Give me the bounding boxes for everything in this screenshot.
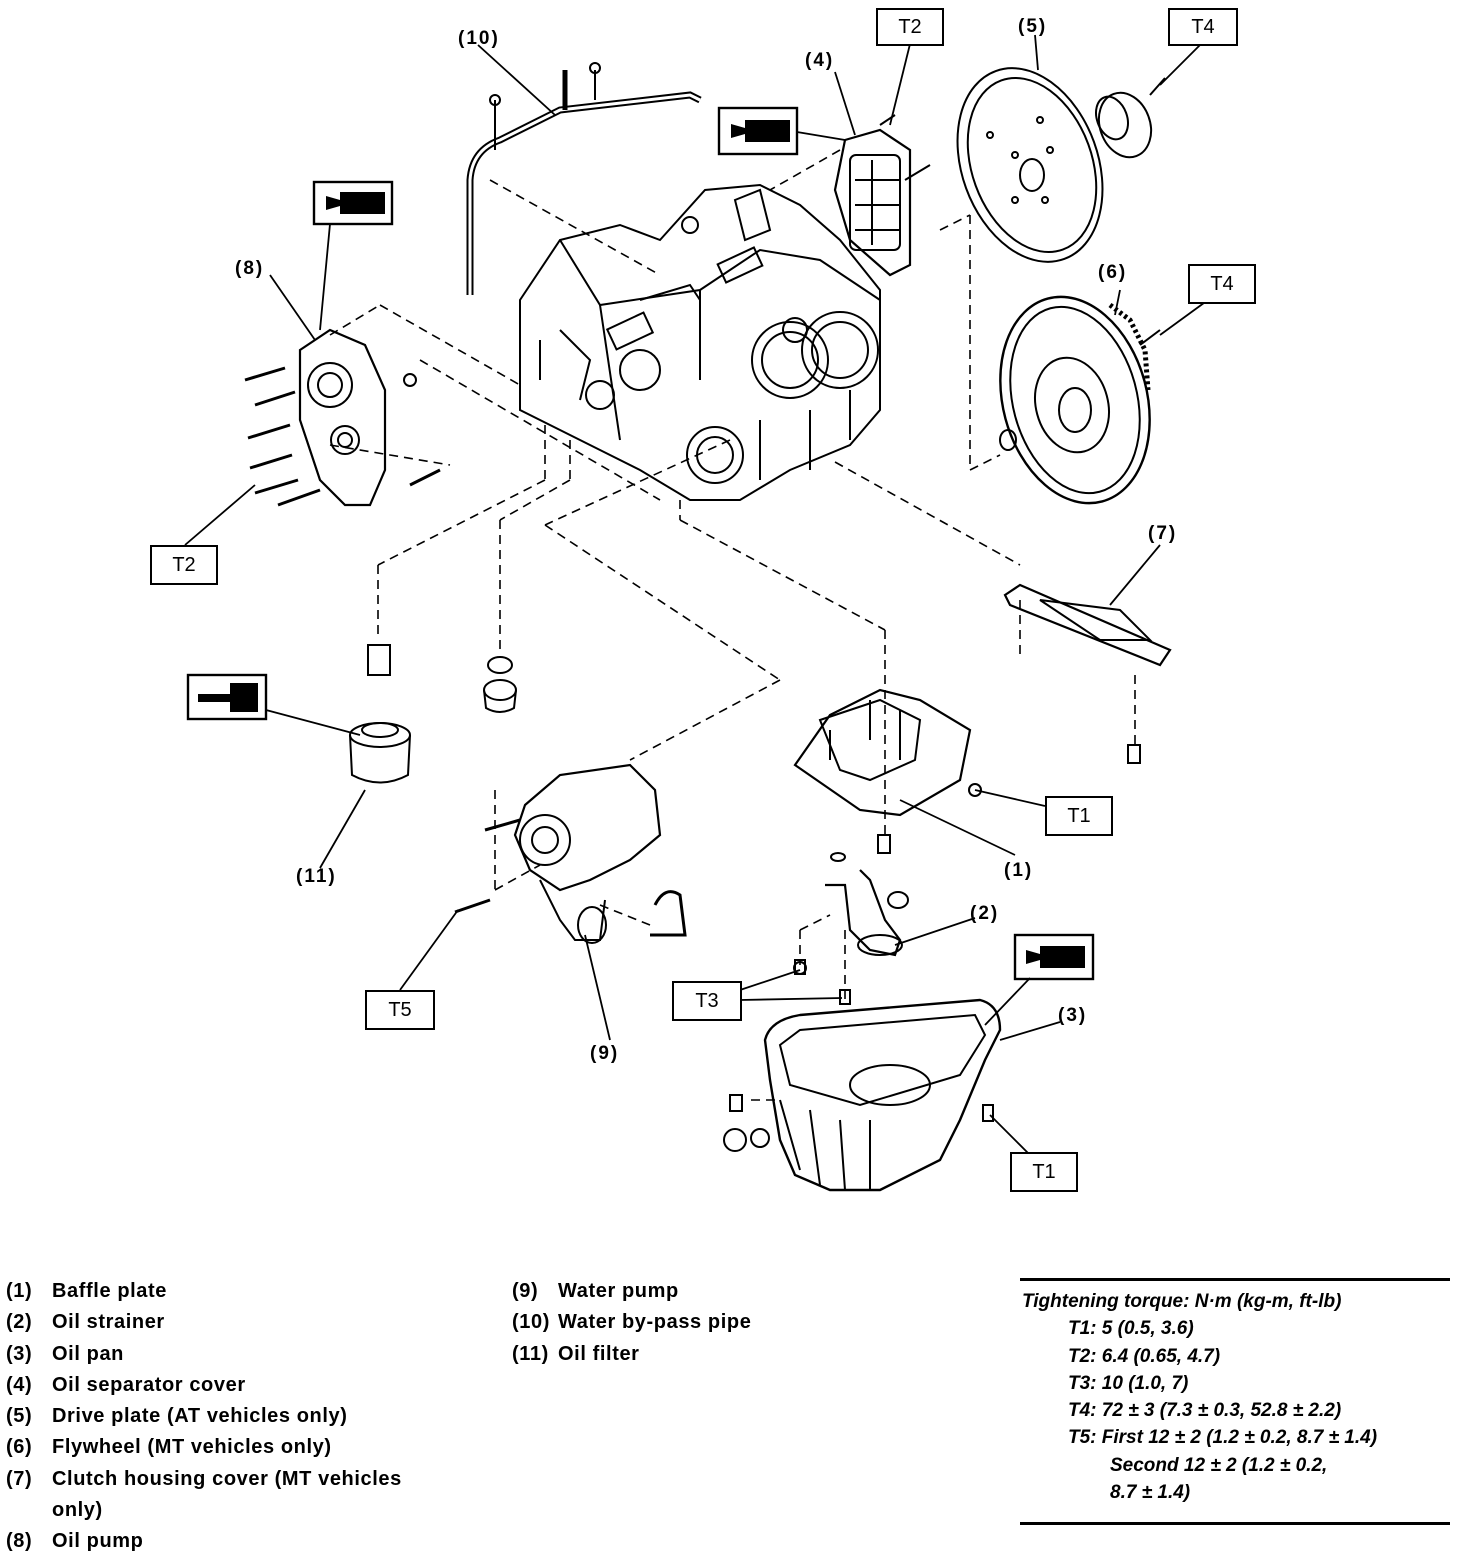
legend-item: (7)Clutch housing cover (MT vehicles (6, 1467, 402, 1490)
legend-item: (1)Baffle plate (6, 1280, 168, 1302)
callout-oil-pump: (8) (235, 258, 265, 279)
callout-oil-filter: (11) (296, 866, 337, 887)
torque-t4: T4: 72 ± 3 (7.3 ± 0.3, 52.8 ± 2.2) (1068, 1400, 1342, 1422)
torque-t3: T3: 10 (1.0, 7) (1068, 1372, 1189, 1394)
legend-item: (8)Oil pump (6, 1530, 144, 1553)
legend-item: (3)Oil pan (6, 1342, 124, 1365)
legend-item: only) (52, 1499, 103, 1522)
callout-oil-separator-cover: (4) (805, 50, 835, 71)
torque-box-t4-flywheel: T4 (1188, 264, 1256, 304)
torque-table-bottom-rule (1020, 1522, 1450, 1525)
callout-water-bypass-pipe: (10) (458, 28, 500, 49)
torque-t5-second-cont: 8.7 ± 1.4) (1110, 1482, 1191, 1504)
legend-item: (9)Water pump (512, 1280, 679, 1302)
callout-drive-plate: (5) (1018, 16, 1048, 37)
torque-box-t2-oil-pump: T2 (150, 545, 218, 585)
callout-clutch-housing-cover: (7) (1148, 523, 1178, 544)
torque-spec-table: Tightening torque: N·m (kg-m, ft-lb) T1:… (1022, 1288, 1450, 1506)
callout-flywheel: (6) (1098, 262, 1128, 283)
torque-box-t3-strainer: T3 (672, 981, 742, 1021)
callout-oil-pan: (3) (1058, 1005, 1088, 1026)
parts-legend-left: (1)Baffle plate (2)Oil strainer (3)Oil p… (6, 1276, 402, 1558)
torque-box-t1-oil-pan: T1 (1010, 1152, 1078, 1192)
torque-table-top-rule (1020, 1278, 1450, 1281)
legend-item: (2)Oil strainer (6, 1311, 165, 1334)
torque-t1: T1: 5 (0.5, 3.6) (1068, 1318, 1194, 1340)
parts-legend-right: (9)Water pump (10)Water by-pass pipe (11… (512, 1276, 751, 1370)
torque-box-t4-drive-plate: T4 (1168, 8, 1238, 46)
torque-t5: T5: First 12 ± 2 (1.2 ± 0.2, 8.7 ± 1.4) (1068, 1427, 1378, 1449)
torque-box-t2-separator: T2 (876, 8, 944, 46)
callout-water-pump: (9) (590, 1043, 620, 1064)
legend-item: (5)Drive plate (AT vehicles only) (6, 1405, 348, 1428)
legend-item: (10)Water by-pass pipe (512, 1311, 752, 1334)
callout-baffle-plate: (1) (1004, 860, 1034, 881)
torque-box-t1-baffle: T1 (1045, 796, 1113, 836)
torque-heading: Tightening torque: N·m (kg-m, ft-lb) (1022, 1291, 1342, 1312)
legend-item: (4)Oil separator cover (6, 1373, 246, 1396)
legend-item: (6)Flywheel (MT vehicles only) (6, 1436, 332, 1459)
legend-item: (11)Oil filter (512, 1342, 640, 1365)
callout-oil-strainer: (2) (970, 903, 1000, 924)
torque-t5-second: Second 12 ± 2 (1.2 ± 0.2, (1110, 1454, 1328, 1476)
torque-box-t5-water-pump: T5 (365, 990, 435, 1030)
torque-t2: T2: 6.4 (0.65, 4.7) (1068, 1345, 1221, 1367)
